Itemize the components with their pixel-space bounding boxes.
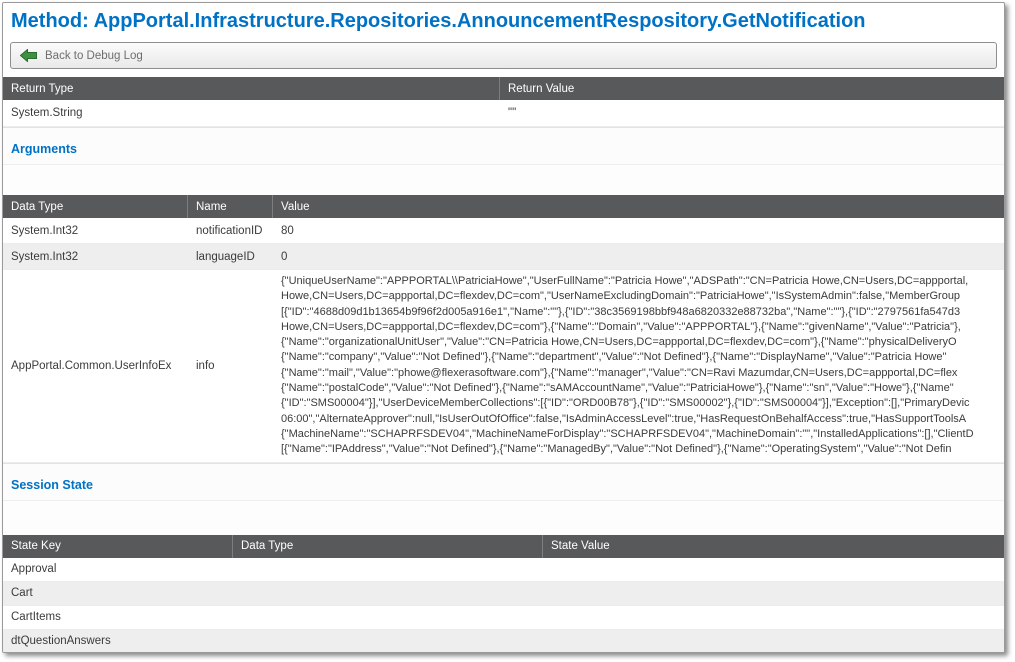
arguments-section-header: Arguments — [3, 127, 1004, 165]
column-header-state-key: State Key — [3, 534, 233, 558]
table-row: System.Int32 languageID 0 — [3, 244, 1004, 270]
column-header-name: Name — [188, 195, 273, 218]
column-header-data-type: Data Type — [233, 534, 543, 558]
session-state-section-header: Session State — [3, 462, 1004, 501]
session-state-section-label: Session State — [11, 477, 93, 492]
table-row: System.Int32 notificationID 80 — [3, 218, 1004, 244]
argument-data-type: System.Int32 — [11, 250, 79, 263]
spacer — [3, 165, 1004, 195]
argument-name: info — [196, 359, 215, 372]
table-row: System.String "" — [3, 100, 1004, 127]
session-state-table: State Key Data Type State Value Approval… — [3, 534, 1004, 652]
return-value-cell: "" — [508, 107, 517, 119]
column-header-data-type: Data Type — [3, 195, 188, 218]
argument-value: 0 — [281, 250, 288, 263]
return-table-header: Return Type Return Value — [3, 77, 1004, 100]
argument-value: {"UniqueUserName":"APPPORTAL\\PatriciaHo… — [281, 275, 974, 456]
back-arrow-icon — [20, 49, 37, 62]
argument-data-type: System.Int32 — [11, 224, 79, 237]
page-title: Method: AppPortal.Infrastructure.Reposit… — [11, 10, 866, 32]
back-button-label: Back to Debug Log — [45, 49, 143, 62]
column-header-return-value: Return Value — [508, 82, 575, 95]
argument-name: languageID — [196, 250, 255, 263]
state-key-cell: Approval — [11, 563, 57, 576]
column-header-return-type: Return Type — [3, 77, 500, 100]
column-header-value: Value — [281, 200, 310, 213]
spacer — [3, 500, 1004, 535]
state-key-cell: dtQuestionAnswers — [11, 635, 111, 648]
argument-value: 80 — [281, 224, 294, 237]
argument-data-type: AppPortal.Common.UserInfoEx — [11, 359, 172, 372]
arguments-section-label: Arguments — [11, 142, 77, 156]
back-to-debug-log-button[interactable]: Back to Debug Log — [10, 42, 997, 69]
session-state-table-header: State Key Data Type State Value — [3, 534, 1004, 558]
table-row: CartItems — [3, 605, 1004, 630]
argument-name: notificationID — [196, 224, 263, 237]
state-key-cell: Cart — [11, 587, 33, 600]
table-row: AppPortal.Common.UserInfoEx info {"Uniqu… — [3, 270, 1004, 463]
arguments-table-header: Data Type Name Value — [3, 195, 1004, 218]
return-type-cell: System.String — [11, 107, 83, 119]
return-table: Return Type Return Value System.String "… — [3, 77, 1004, 127]
state-key-cell: CartItems — [11, 611, 61, 624]
table-row: Cart — [3, 581, 1004, 606]
column-header-state-value: State Value — [551, 540, 610, 553]
debug-method-detail-page: Method: AppPortal.Infrastructure.Reposit… — [2, 2, 1005, 653]
table-row: Approval — [3, 557, 1004, 582]
arguments-table: Data Type Name Value System.Int32 notifi… — [3, 195, 1004, 463]
table-row: dtQuestionAnswers — [3, 629, 1004, 652]
